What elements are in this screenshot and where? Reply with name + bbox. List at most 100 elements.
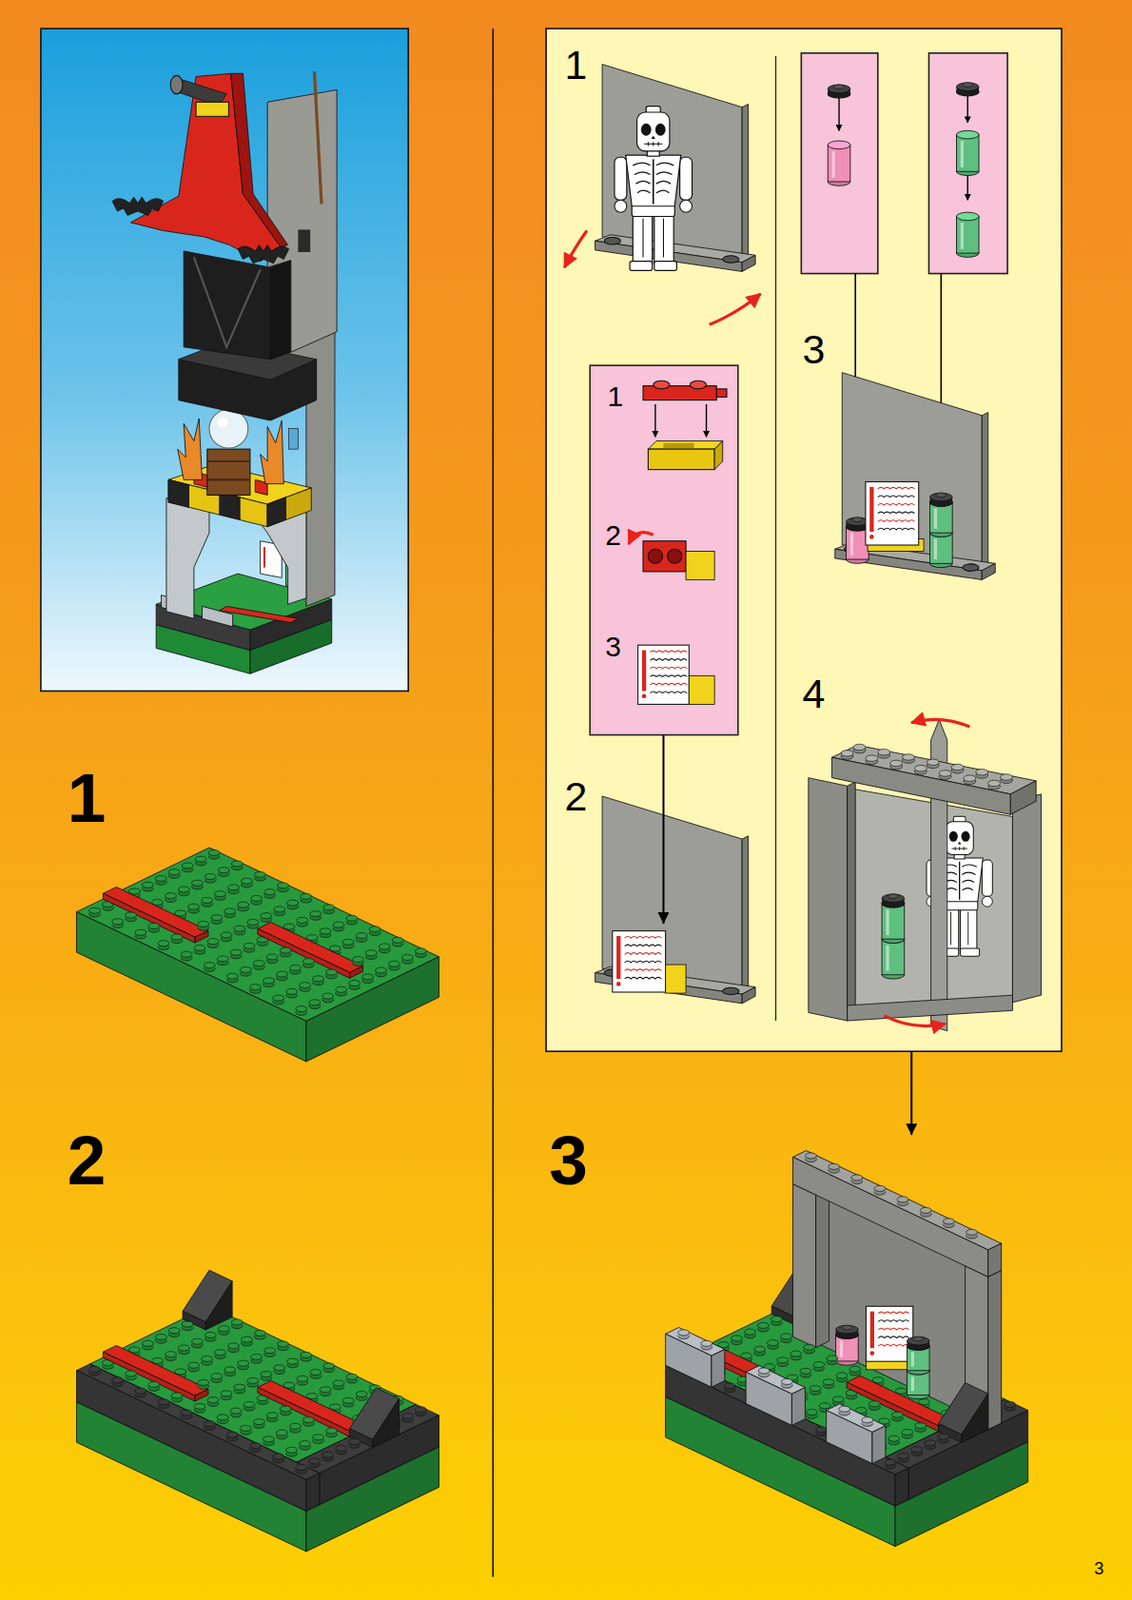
- stud: [861, 1417, 874, 1424]
- spell-book-print: [878, 520, 916, 523]
- stud: [819, 1403, 831, 1409]
- stud: [89, 907, 101, 914]
- stud: [230, 949, 242, 956]
- stud: [260, 913, 273, 919]
- stud: [915, 1423, 927, 1429]
- stud: [287, 899, 299, 906]
- stud: [180, 951, 193, 957]
- dark-brick: [306, 1473, 320, 1512]
- part-box: [800, 53, 878, 274]
- wall-panel: [835, 372, 996, 581]
- stud: [741, 1352, 753, 1359]
- stud: [201, 897, 214, 903]
- stud: [220, 1390, 233, 1397]
- frame-column: [1012, 794, 1041, 1003]
- stud: [828, 1163, 840, 1170]
- stud: [273, 1453, 285, 1460]
- round-plate: [841, 1325, 853, 1330]
- stud: [803, 1344, 816, 1350]
- wall-panel: [741, 103, 748, 257]
- stud: [375, 967, 388, 974]
- stud: [224, 908, 236, 915]
- stud: [722, 987, 740, 996]
- stud: [276, 971, 289, 977]
- hinge-brick: [647, 441, 723, 450]
- spell-book-print: [878, 1320, 909, 1323]
- substep-number: 1: [606, 382, 624, 411]
- stud: [902, 754, 916, 761]
- stud: [888, 1435, 900, 1442]
- spell-book-print: [869, 487, 874, 532]
- skeleton-minifig-part: [644, 141, 663, 146]
- round-plate: [834, 84, 845, 90]
- stud: [277, 1341, 290, 1347]
- stud: [135, 1387, 147, 1394]
- rotate-arrow: [709, 293, 762, 325]
- stud: [239, 966, 252, 973]
- stud: [260, 1371, 273, 1378]
- bat: [112, 196, 164, 215]
- stud: [326, 969, 338, 976]
- stud: [263, 1436, 275, 1443]
- stud: [851, 1174, 863, 1181]
- substep-art: [808, 719, 1042, 1031]
- slope-brick: [938, 1424, 962, 1444]
- subassembly-art-part: [643, 386, 717, 401]
- spell-book-print: [869, 1350, 875, 1356]
- round-plate: [906, 1336, 930, 1346]
- skeleton-minifig-part: [981, 859, 993, 897]
- spell-book-print: [650, 666, 688, 669]
- assembly-arrow: [705, 404, 707, 437]
- grey-brick: [872, 1425, 886, 1464]
- stud: [188, 903, 200, 910]
- stud: [295, 1006, 308, 1013]
- wall-panel: [841, 372, 982, 565]
- slope-brick: [205, 1281, 233, 1330]
- stud: [234, 925, 246, 932]
- frame-column: [808, 778, 848, 1021]
- stud: [191, 879, 203, 886]
- round-plate: [956, 82, 979, 92]
- stud: [194, 1403, 206, 1409]
- rotate-arrow: [911, 719, 970, 727]
- stud: [191, 1338, 203, 1345]
- grey-brick: [826, 1410, 873, 1464]
- stud: [171, 1392, 183, 1399]
- stud: [306, 935, 318, 941]
- round-plate: [913, 1336, 924, 1342]
- stud: [195, 856, 207, 862]
- stud: [790, 1350, 802, 1357]
- stud: [207, 1397, 219, 1404]
- stud: [874, 1185, 886, 1191]
- subassembly-art-part: [716, 389, 727, 398]
- spell-book-print: [624, 944, 663, 947]
- stud: [701, 1340, 713, 1347]
- stud: [758, 1367, 770, 1374]
- frame-beam: [832, 757, 1012, 815]
- stud: [148, 922, 160, 929]
- spell-book-print: [624, 960, 663, 963]
- stud: [287, 1358, 299, 1365]
- substep-number: 3: [801, 329, 825, 371]
- grey-brick: [791, 1387, 805, 1426]
- stud: [342, 938, 354, 945]
- stud: [604, 236, 621, 245]
- stud: [224, 1366, 236, 1373]
- brick-face: [270, 260, 291, 360]
- spell-book-print: [870, 1311, 875, 1349]
- stud: [391, 936, 404, 943]
- spell-book-print: [878, 1336, 909, 1339]
- stud: [300, 893, 313, 899]
- stud: [201, 1355, 214, 1362]
- assembly-arrow: [662, 735, 664, 925]
- frame-beam: [988, 1243, 1002, 1277]
- wall-panel: [981, 563, 996, 580]
- stud: [329, 1404, 341, 1410]
- stud: [180, 1409, 193, 1416]
- round-brick: [956, 215, 979, 254]
- frame-column: [847, 781, 857, 1021]
- build-step-art: [76, 847, 439, 1062]
- stud: [805, 1152, 818, 1159]
- stud: [890, 760, 903, 766]
